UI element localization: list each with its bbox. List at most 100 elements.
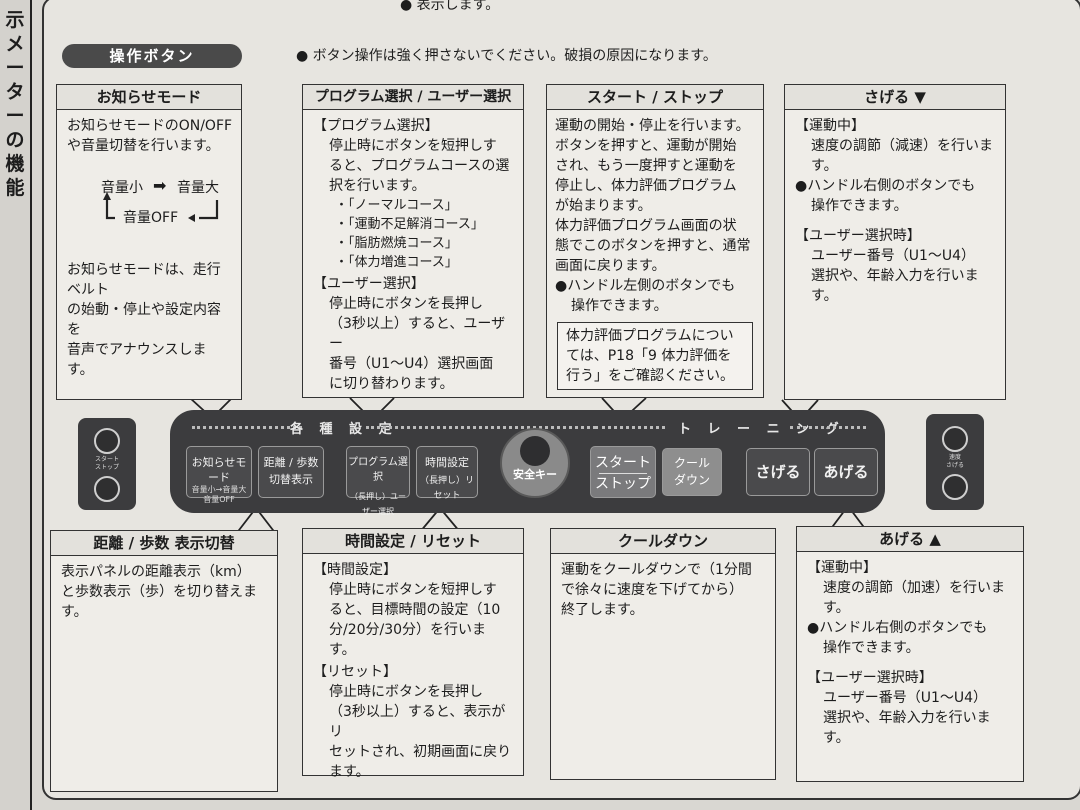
up-bullet: 操作できます。 (823, 640, 920, 656)
right-handle-panel: 速度 さげる (926, 414, 984, 510)
left-handle-button-2[interactable] (94, 476, 120, 502)
left-handle-label: スタート ストップ (94, 456, 119, 471)
time-line: ると、目標時間の設定（10 (329, 602, 501, 618)
right-handle-label: 速度 さげる (945, 454, 964, 469)
up-bullet: ●ハンドル右側のボタンでも (807, 620, 988, 636)
volume-off: 音量OFF (123, 210, 179, 226)
start-note-line: 行う」をご確認ください。 (566, 368, 734, 384)
distance-line: と歩数表示（歩）を切り替えま (61, 584, 257, 600)
program-line: 停止時にボタンを短押しす (329, 138, 497, 154)
start-stop-button[interactable]: スタート ストップ (590, 446, 656, 498)
box-start-body: 運動の開始・停止を行います。 ボタンを押すと、運動が開始 され、もう一度押すと運… (547, 110, 763, 316)
box-cool-body: 運動をクールダウンで（1分間 で徐々に速度を下げてから） 終了します。 (551, 554, 775, 620)
settings-line-right (366, 426, 596, 429)
program-head: 【プログラム選択】 (313, 118, 439, 134)
training-line-left (595, 426, 665, 429)
right-handle-button[interactable] (942, 426, 968, 452)
reset-line: ます。 (329, 764, 370, 780)
start-note-line: ては、P18「9 体力評価を (566, 348, 732, 364)
down-head: 【ユーザー選択時】 (795, 228, 921, 244)
time-set-button[interactable]: 時間設定 （長押し）リセット (416, 446, 478, 501)
control-panel: 各 種 設 定 ト レ ー ニ ン グ お知らせモード 音量小→音量大 音量OF… (170, 410, 885, 516)
up-line: 速度の調節（加速）を行いま (823, 580, 1005, 596)
box-start-title: スタート / ストップ (547, 85, 763, 110)
volume-low: 音量小 (101, 180, 143, 196)
box-notify-title: お知らせモード (57, 85, 241, 110)
speed-down-button[interactable]: さげる (746, 448, 810, 496)
safety-key-label: 安全キー (513, 468, 557, 481)
cool-button-label-2: ダウン (673, 473, 710, 487)
stop-button-label: ストップ (595, 476, 651, 492)
left-handle-button[interactable] (94, 428, 120, 454)
notify-mode-button-sub: 音量OFF (203, 495, 235, 504)
box-distance-body: 表示パネルの距離表示（km） と歩数表示（歩）を切り替えま す。 (51, 556, 277, 622)
reset-line: セットされ、初期画面に戻り (329, 744, 512, 760)
down-line: 速度の調節（減速）を行いま (811, 138, 993, 154)
box-up-title: あげる ▲ (797, 527, 1023, 552)
start-note: 体力評価プログラムについ ては、P18「9 体力評価を 行う」をご確認ください。 (557, 322, 753, 390)
down-line: 選択や、年齢入力を行いま (811, 268, 979, 284)
course-item: ・「体力増進コース」 (335, 255, 458, 270)
arrow-right-icon: ➡ (153, 176, 167, 195)
start-line: 停止し、体力評価プログラム (555, 178, 737, 194)
notify-mode-button-label: お知らせモード (191, 456, 247, 484)
speed-up-button-label: あげる (823, 463, 869, 481)
start-line: ボタンを押すと、運動が開始 (555, 138, 737, 154)
distance-toggle-button[interactable]: 距離 / 歩数 切替表示 (258, 446, 324, 498)
start-line: 態でこのボタンを押すと、通常 (555, 238, 751, 254)
sidebar (0, 0, 32, 810)
training-line-right (790, 426, 866, 429)
box-time-title: 時間設定 / リセット (303, 529, 523, 554)
up-line: す。 (823, 730, 850, 746)
notify-desc: 音声でアナウンスします。 (67, 342, 207, 378)
box-program-title: プログラム選択 / ユーザー選択 (303, 85, 523, 110)
time-line: 停止時にボタンを短押しす (329, 582, 497, 598)
down-head: 【運動中】 (795, 118, 865, 134)
start-line: され、もう一度押すと運動を (555, 158, 737, 174)
notify-mode-button[interactable]: お知らせモード 音量小→音量大 音量OFF (186, 446, 252, 504)
down-line: す。 (811, 158, 838, 174)
box-start-stop: スタート / ストップ 運動の開始・停止を行います。 ボタンを押すと、運動が開始… (546, 84, 764, 398)
box-distance-toggle: 距離 / 歩数 表示切替 表示パネルの距離表示（km） と歩数表示（歩）を切り替… (50, 530, 278, 792)
top-note: ● 表示します。 (400, 0, 499, 15)
box-program-body: 【プログラム選択】 停止時にボタンを短押しす ると、プログラムコースの選 択を行… (303, 110, 523, 394)
settings-label: 各 種 設 定 (290, 422, 398, 437)
box-cool-title: クールダウン (551, 529, 775, 554)
settings-line-left (192, 426, 302, 429)
cool-line: で徐々に速度を下げてから） (561, 582, 743, 598)
box-cool-down: クールダウン 運動をクールダウンで（1分間 で徐々に速度を下げてから） 終了しま… (550, 528, 776, 780)
box-distance-title: 距離 / 歩数 表示切替 (51, 531, 277, 556)
key-icon (520, 436, 550, 466)
time-button-sub: （長押し）リセット (419, 476, 474, 501)
down-bullet: 操作できます。 (811, 198, 908, 214)
right-handle-button-2[interactable] (942, 474, 968, 500)
up-line: 選択や、年齢入力を行いま (823, 710, 991, 726)
box-speed-up: あげる ▲ 【運動中】 速度の調節（加速）を行いま す。 ●ハンドル右側のボタン… (796, 526, 1024, 782)
program-button-label: プログラム選択 (348, 457, 408, 483)
down-line: ユーザー番号（U1～U4） (811, 248, 976, 264)
reset-line: （3秒以上）すると、表示がリ (329, 704, 506, 740)
reset-head: 【リセット】 (313, 664, 397, 680)
speed-down-button-label: さげる (755, 463, 801, 481)
start-line: 運動の開始・停止を行います。 (555, 118, 750, 134)
notify-desc: お知らせモードは、走行ベルト (67, 262, 221, 298)
cool-down-button[interactable]: クール ダウン (662, 448, 722, 496)
start-bullet: ●ハンドル左側のボタンでも (555, 278, 736, 294)
user-head: 【ユーザー選択】 (313, 276, 425, 292)
start-note-line: 体力評価プログラムについ (566, 328, 734, 344)
box-time-reset: 時間設定 / リセット 【時間設定】 停止時にボタンを短押しす ると、目標時間の… (302, 528, 524, 780)
time-head: 【時間設定】 (313, 562, 397, 578)
flow-arrows-icon (103, 192, 219, 222)
start-bullet: 操作できます。 (571, 298, 668, 314)
distance-line: 表示パネルの距離表示（km） (61, 564, 251, 580)
notify-line: お知らせモードのON/OFF (67, 118, 233, 134)
box-time-body: 【時間設定】 停止時にボタンを短押しす ると、目標時間の設定（10 分/20分/… (303, 554, 523, 782)
left-handle-panel: スタート ストップ (78, 418, 136, 510)
notify-desc: の始動・停止や設定内容を (67, 302, 221, 338)
program-select-button[interactable]: プログラム選択 （長押し）ユーザー選択 (346, 446, 410, 516)
course-item: ・「運動不足解消コース」 (335, 217, 484, 232)
user-line: （3秒以上）すると、ユーザー (329, 316, 506, 352)
safety-key[interactable]: 安全キー (500, 428, 570, 498)
top-note-text: 表示します。 (416, 0, 500, 13)
speed-up-button[interactable]: あげる (814, 448, 878, 496)
